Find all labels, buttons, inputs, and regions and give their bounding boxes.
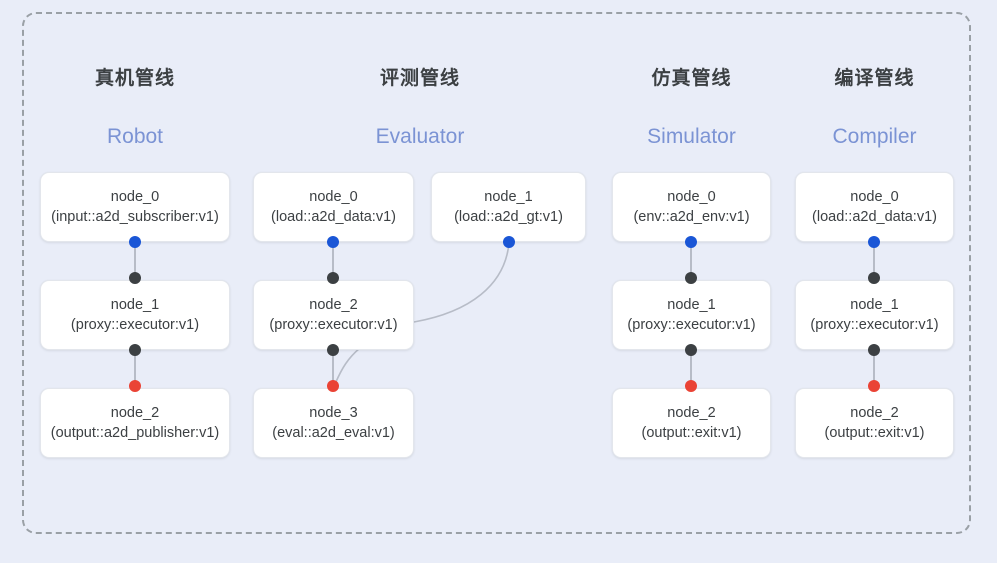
port-in-evaluator-2[interactable] — [327, 272, 339, 284]
node-compiler-0[interactable]: node_0 (load::a2d_data:v1) — [795, 172, 954, 242]
column-title-robot: 真机管线 — [94, 68, 175, 89]
node-robot-2-name: node_2 — [110, 404, 160, 421]
edge-evaluator-2-to-3 — [332, 350, 334, 388]
node-simulator-0-kind: (env::a2d_env:v1) — [633, 208, 750, 225]
port-out-robot-1[interactable] — [129, 344, 141, 356]
column-subtitle-compiler: Compiler — [832, 125, 917, 148]
column-title-compiler: 编译管线 — [834, 68, 915, 89]
edge-robot-1-to-2 — [134, 350, 136, 388]
edge-simulator-1-to-2 — [690, 350, 692, 388]
port-in-simulator-1[interactable] — [685, 272, 697, 284]
column-title-evaluator: 评测管线 — [379, 68, 460, 89]
node-simulator-2[interactable]: node_2 (output::exit:v1) — [612, 388, 771, 458]
edge-evaluator-0-to-2 — [332, 242, 334, 280]
node-compiler-2-kind: (output::exit:v1) — [824, 424, 925, 441]
column-subtitle-robot: Robot — [106, 125, 164, 148]
port-out-robot-0[interactable] — [129, 236, 141, 248]
port-out-evaluator-1[interactable] — [503, 236, 515, 248]
port-in-compiler-2[interactable] — [868, 380, 880, 392]
node-evaluator-3[interactable]: node_3 (eval::a2d_eval:v1) — [253, 388, 414, 458]
port-in-compiler-1[interactable] — [868, 272, 880, 284]
node-compiler-0-kind: (load::a2d_data:v1) — [812, 208, 937, 225]
port-in-simulator-2[interactable] — [685, 380, 697, 392]
node-evaluator-0-kind: (load::a2d_data:v1) — [271, 208, 396, 225]
node-evaluator-0-name: node_0 — [309, 188, 358, 205]
port-out-compiler-0[interactable] — [868, 236, 880, 248]
node-evaluator-2[interactable]: node_2 (proxy::executor:v1) — [253, 280, 414, 350]
node-simulator-2-kind: (output::exit:v1) — [641, 424, 742, 441]
node-robot-0[interactable]: node_0 (input::a2d_subscriber:v1) — [40, 172, 230, 242]
port-in-evaluator-3[interactable] — [327, 380, 339, 392]
port-in-robot-2[interactable] — [129, 380, 141, 392]
node-simulator-1[interactable]: node_1 (proxy::executor:v1) — [612, 280, 771, 350]
node-robot-0-kind: (input::a2d_subscriber:v1) — [51, 208, 219, 225]
node-robot-1-kind: (proxy::executor:v1) — [70, 316, 200, 333]
edge-compiler-0-to-1 — [873, 242, 875, 280]
pipeline-container-frame — [22, 12, 971, 534]
edge-robot-0-to-1 — [134, 242, 136, 280]
node-evaluator-3-kind: (eval::a2d_eval:v1) — [272, 424, 395, 441]
node-robot-2[interactable]: node_2 (output::a2d_publisher:v1) — [40, 388, 230, 458]
node-robot-0-name: node_0 — [110, 188, 160, 205]
node-robot-1-name: node_1 — [110, 296, 160, 313]
column-title-simulator: 仿真管线 — [651, 68, 732, 89]
node-compiler-1-kind: (proxy::executor:v1) — [810, 316, 939, 333]
port-out-simulator-0[interactable] — [685, 236, 697, 248]
node-evaluator-2-name: node_2 — [309, 296, 358, 313]
column-subtitle-evaluator: Evaluator — [375, 125, 465, 148]
node-simulator-2-name: node_2 — [667, 404, 716, 421]
node-simulator-0-name: node_0 — [667, 188, 716, 205]
node-simulator-1-name: node_1 — [667, 296, 716, 313]
edge-compiler-1-to-2 — [873, 350, 875, 388]
node-evaluator-1[interactable]: node_1 (load::a2d_gt:v1) — [431, 172, 586, 242]
port-out-evaluator-2[interactable] — [327, 344, 339, 356]
node-compiler-2-name: node_2 — [850, 404, 899, 421]
node-evaluator-1-kind: (load::a2d_gt:v1) — [454, 208, 563, 225]
node-evaluator-0[interactable]: node_0 (load::a2d_data:v1) — [253, 172, 414, 242]
port-out-evaluator-0[interactable] — [327, 236, 339, 248]
port-out-compiler-1[interactable] — [868, 344, 880, 356]
port-out-simulator-1[interactable] — [685, 344, 697, 356]
node-simulator-1-kind: (proxy::executor:v1) — [627, 316, 756, 333]
node-compiler-1[interactable]: node_1 (proxy::executor:v1) — [795, 280, 954, 350]
port-in-robot-1[interactable] — [129, 272, 141, 284]
node-evaluator-3-name: node_3 — [309, 404, 358, 421]
node-evaluator-1-name: node_1 — [484, 188, 533, 205]
column-subtitle-simulator: Simulator — [647, 125, 736, 148]
node-robot-1[interactable]: node_1 (proxy::executor:v1) — [40, 280, 230, 350]
edge-simulator-0-to-1 — [690, 242, 692, 280]
node-evaluator-2-kind: (proxy::executor:v1) — [269, 316, 398, 333]
node-compiler-0-name: node_0 — [850, 188, 899, 205]
node-compiler-2[interactable]: node_2 (output::exit:v1) — [795, 388, 954, 458]
node-compiler-1-name: node_1 — [850, 296, 899, 313]
node-simulator-0[interactable]: node_0 (env::a2d_env:v1) — [612, 172, 771, 242]
node-robot-2-kind: (output::a2d_publisher:v1) — [50, 424, 220, 441]
